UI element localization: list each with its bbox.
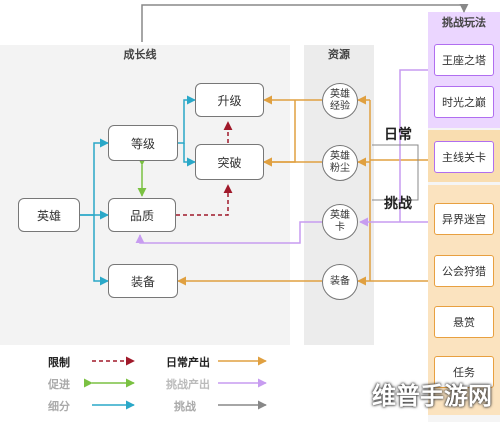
resource-hero-exp: 英雄 经验 bbox=[322, 83, 358, 119]
node-upgrade: 升级 bbox=[195, 83, 264, 117]
node-equipment: 装备 bbox=[108, 264, 178, 298]
legend-promote-label: 促进 bbox=[48, 378, 70, 391]
legend-challenge-label: 挑战 bbox=[174, 400, 196, 413]
challenge-item-otherworld-maze: 异界迷宫 bbox=[434, 203, 494, 235]
resource-hero-card: 英雄 卡 bbox=[322, 204, 358, 240]
daily-label: 日常 bbox=[384, 127, 412, 143]
watermark: 维普手游网 bbox=[372, 382, 492, 410]
growth-panel-title: 成长线 bbox=[123, 48, 157, 61]
challenge-item-throne-tower: 王座之塔 bbox=[434, 44, 494, 76]
node-quality: 品质 bbox=[108, 198, 176, 232]
legend-subdivide-label: 细分 bbox=[48, 400, 70, 413]
challenge-item-bounty: 悬赏 bbox=[434, 306, 494, 338]
legend-limit-label: 限制 bbox=[48, 356, 70, 369]
node-hero: 英雄 bbox=[18, 198, 80, 232]
node-level: 等级 bbox=[108, 125, 178, 161]
challenge-panel-title: 挑战玩法 bbox=[442, 16, 486, 29]
legend-challenge-output-label: 挑战产出 bbox=[166, 378, 210, 391]
challenge-item-time-peak: 时光之巅 bbox=[434, 86, 494, 118]
challenge-item-main-stage: 主线关卡 bbox=[434, 141, 494, 173]
resource-equipment: 装备 bbox=[322, 264, 358, 300]
resource-hero-dust: 英雄 粉尘 bbox=[322, 145, 358, 181]
node-breakthrough: 突破 bbox=[195, 144, 264, 180]
legend-daily-output-label: 日常产出 bbox=[166, 356, 210, 369]
challenge-label: 挑战 bbox=[384, 196, 412, 212]
challenge-item-guild-hunt: 公会狩猎 bbox=[434, 255, 494, 287]
resource-panel-title: 资源 bbox=[328, 48, 350, 61]
challenge-item-quest: 任务 bbox=[434, 356, 494, 388]
